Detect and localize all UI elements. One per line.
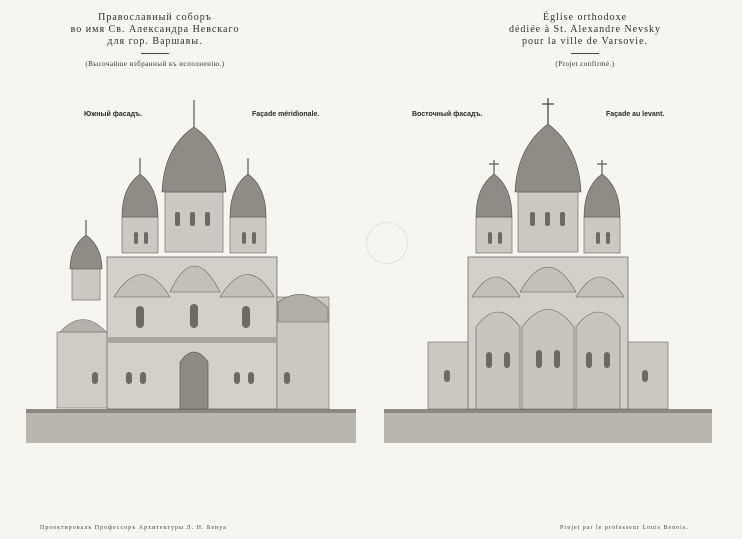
- architect-credit-ru: Проектировалъ Профессоръ Архитектуры Л. …: [40, 525, 227, 531]
- french-title-block: Église orthodoxe dédiée à St. Alexandre …: [470, 12, 700, 70]
- south-facade-drawing: [26, 100, 356, 443]
- architect-credit-fr: Projet par le professeur Louis Benois.: [560, 525, 689, 531]
- library-stamp: [366, 222, 408, 264]
- title-line: Église orthodoxe: [542, 12, 628, 23]
- divider: [141, 53, 169, 54]
- approval-note: (Высочайше избранный къ исполненію.): [85, 60, 225, 68]
- south-facade-label-fr: Façade méridionale.: [252, 111, 320, 118]
- title-line: во имя Св. Александра Невскаго: [70, 24, 240, 35]
- east-facade-label-ru: Восточный фасадъ.: [412, 111, 483, 118]
- title-line: для гор. Варшавы.: [107, 36, 203, 47]
- title-line: Православный соборъ: [98, 12, 212, 23]
- russian-title-block: Православный соборъ во имя Св. Александр…: [40, 12, 270, 70]
- divider: [571, 53, 599, 54]
- title-line: pour la ville de Varsovie.: [521, 36, 649, 47]
- south-facade-label-ru: Южный фасадъ.: [84, 111, 143, 118]
- approval-note: (Projet confirmé.): [555, 60, 615, 68]
- east-facade-label-fr: Façade au levant.: [606, 111, 665, 118]
- east-facade-drawing: [384, 98, 712, 443]
- title-line: dédiée à St. Alexandre Nevsky: [508, 24, 662, 35]
